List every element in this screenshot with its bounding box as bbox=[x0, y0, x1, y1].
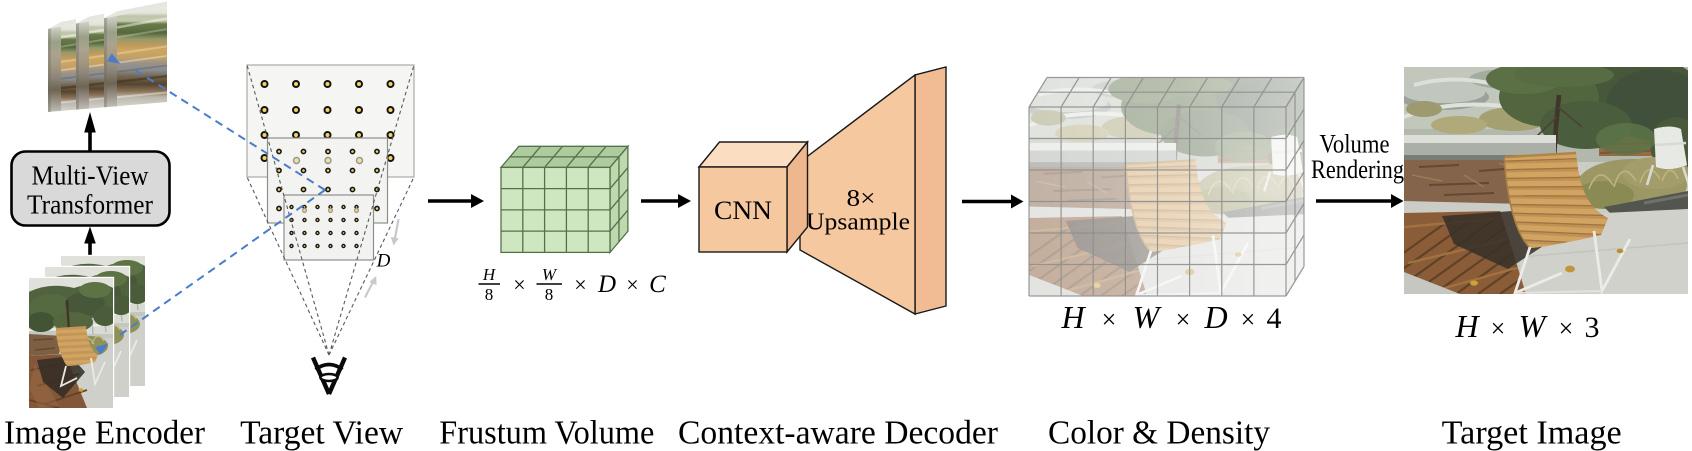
svg-text:W: W bbox=[542, 265, 558, 284]
svg-text:8: 8 bbox=[545, 285, 554, 304]
svg-text:H: H bbox=[1060, 299, 1086, 335]
svg-text:Frustum Volume: Frustum Volume bbox=[439, 415, 654, 451]
svg-text:Context-aware Decoder: Context-aware Decoder bbox=[678, 415, 999, 451]
svg-text:Target View: Target View bbox=[240, 415, 403, 451]
svg-text:×: × bbox=[1559, 314, 1574, 343]
svg-text:Upsample: Upsample bbox=[806, 209, 910, 236]
svg-text:Rendering: Rendering bbox=[1311, 155, 1404, 184]
svg-text:CNN: CNN bbox=[714, 196, 772, 225]
svg-text:Image Encoder: Image Encoder bbox=[4, 415, 206, 451]
svg-text:D: D bbox=[597, 271, 616, 298]
svg-text:Target Image: Target Image bbox=[1442, 415, 1622, 451]
svg-text:C: C bbox=[649, 271, 666, 298]
svg-text:Color & Density: Color & Density bbox=[1048, 415, 1270, 451]
svg-text:Transformer: Transformer bbox=[27, 189, 153, 220]
svg-text:W: W bbox=[1133, 299, 1163, 335]
svg-text:3: 3 bbox=[1585, 311, 1600, 344]
svg-text:W: W bbox=[1519, 308, 1549, 344]
svg-text:×: × bbox=[1102, 305, 1117, 334]
svg-text:D: D bbox=[376, 251, 391, 272]
svg-text:8×: 8× bbox=[847, 185, 876, 212]
svg-text:×: × bbox=[574, 272, 586, 297]
svg-text:D: D bbox=[1203, 299, 1227, 335]
svg-text:8: 8 bbox=[485, 285, 494, 304]
svg-text:Volume: Volume bbox=[1320, 130, 1390, 159]
svg-text:×: × bbox=[626, 272, 638, 297]
svg-text:4: 4 bbox=[1267, 302, 1282, 335]
svg-text:×: × bbox=[1176, 305, 1191, 334]
svg-text:×: × bbox=[1491, 314, 1506, 343]
svg-text:×: × bbox=[513, 272, 525, 297]
svg-text:H: H bbox=[482, 265, 497, 284]
svg-text:×: × bbox=[1241, 305, 1256, 334]
svg-text:H: H bbox=[1454, 308, 1480, 344]
svg-text:Multi-View: Multi-View bbox=[32, 160, 149, 191]
